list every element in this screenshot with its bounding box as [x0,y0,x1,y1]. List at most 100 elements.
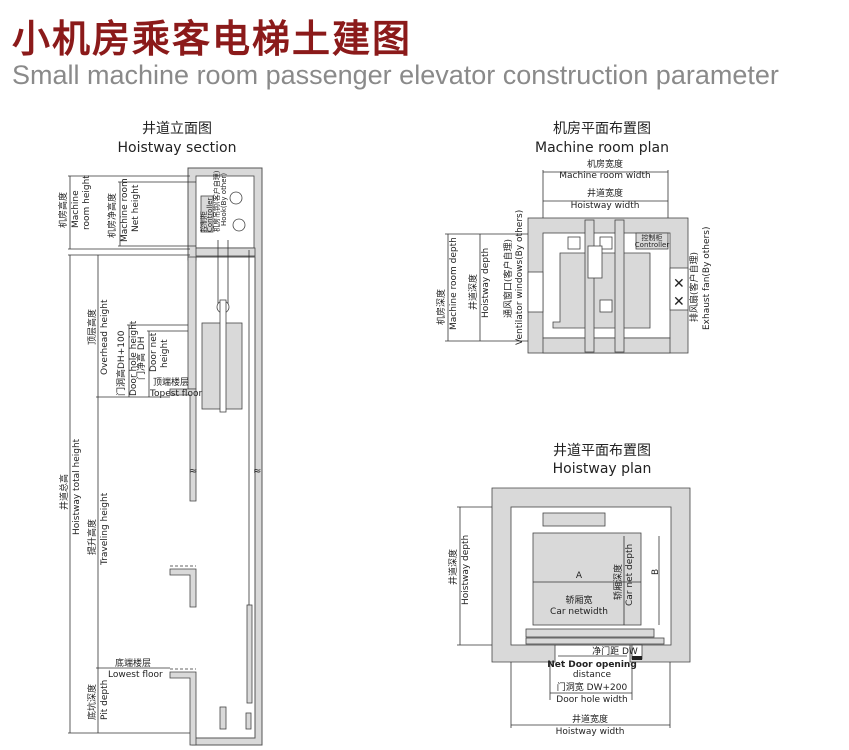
dw-en2: distance [573,670,612,680]
bottom-dimensions [510,662,671,728]
vent-cn: 通风窗口(客户自理) [502,239,514,318]
car-guide-rail [219,299,227,413]
hoistway-section: 井道立面图 Hoistway section ≈ ≈ 控制柜 Controlle… [57,121,263,746]
beam-right [614,219,625,353]
top-floor-slab [169,388,197,502]
mr-width-en: Machine room width [559,171,651,181]
controller-box [200,195,214,233]
net-height-en: Machine room [120,178,130,242]
hw-depth-en: Hoistway depth [461,535,471,605]
car-buffer [219,706,227,730]
section-heading-en: Hoistway section [118,140,237,156]
hw-plan-heading-en: Hoistway plan [553,461,652,477]
section-dimensions [68,175,196,734]
machine-room-interior [195,175,255,249]
machine-room-floor [195,247,256,257]
travel-height-en: Traveling height [100,492,110,566]
beam-left [584,219,595,353]
mr-plan-heading-en: Machine room plan [535,140,669,156]
rope-hole [599,299,613,313]
mr-left-dimensions [445,233,528,342]
controller-label-en: Controller [206,197,214,232]
landing-sill [525,637,665,645]
car-sill [525,628,655,638]
counterweight [246,604,253,704]
pit-depth-cn: 底坑深度 [86,684,98,720]
dim-a: A [576,571,583,581]
hw-depth-cn: 井道深度 [447,549,459,585]
lowest-floor-cn: 底端楼层 [115,657,151,669]
net-height-en2: Net height [131,184,141,232]
rope-hole [567,236,581,250]
travel-height-cn: 提升高度 [86,519,98,555]
mr-depth-cn: 机房深度 [435,289,447,325]
mr-controller-en: Controller [635,241,670,249]
total-height-cn: 井道总高 [58,474,70,510]
upper-wall [187,256,197,390]
traction-machine [552,252,651,329]
topest-floor-cn: 顶端楼层 [153,376,189,388]
door-net-en2: height [160,339,170,368]
mr-depth-en: Machine room depth [449,237,459,330]
hook-label-en: Hook(By other) [220,173,228,226]
door-net-en: Door net [149,332,159,372]
hw-width-cn: 井道宽度 [587,187,623,199]
fan-icon: ✕ [673,276,685,292]
vent-en: Ventilator windows(By others) [515,210,525,345]
total-height-en: Hoistway total height [72,438,82,535]
overhead-cn: 顶层高度 [86,309,98,345]
car-plan [532,532,642,626]
break-mark-icon: ≈ [253,466,261,477]
door-net-cn: 门净高 DH [135,336,147,380]
traction-motor-icon [232,218,246,232]
break-mark-icon: ≈ [189,466,197,477]
mr-plan-heading-cn: 机房平面布置图 [553,121,651,137]
hw-depth-dimension [457,506,492,646]
mr-height-en2: room height [82,175,92,230]
net-height-cn: 机房净高度 [106,193,118,238]
hw-width-en: Hoistway width [571,201,640,211]
dim-b: B [651,569,661,575]
fan-icon: ✕ [673,294,685,310]
hole-width-en: Door hole width [556,695,627,705]
hook-label-cn: 机房吊钩(客户自理) [212,170,221,232]
section-heading-cn: 井道立面图 [142,121,212,137]
car-dimensions [533,536,660,625]
mr-controller [635,232,669,250]
page-title: 小机房乘客电梯土建图 [12,16,413,61]
overhead-en: Overhead height [100,299,110,375]
exhaust-fan [669,267,689,311]
mr-top-dimensions [542,170,669,218]
topest-floor-en: Topest floor [149,389,202,399]
mr-height-cn: 机房高度 [57,192,69,228]
hw-width-cn: 井道宽度 [572,713,608,725]
traction-sheave-icon [229,191,243,205]
mr-height-en: Machine [71,190,81,228]
dw-cn: 净门距 DW [592,645,638,657]
motor-box [587,245,603,279]
fan-cn: 排风扇(客户自理) [688,252,700,322]
lowest-floor-en: Lowest floor [108,670,163,680]
rope-hole [599,236,613,250]
cw-buffer [245,712,252,730]
mr-hw-depth-en: Hoistway depth [481,248,491,318]
mid-floor-slab [169,568,197,608]
fan-en: Exhaust fan(By others) [702,227,712,330]
hole-width-cn: 门洞宽 DW+200 [557,681,628,693]
mr-bottom-slab [542,337,671,354]
dw-en: Net Door opening [547,660,637,670]
mr-controller-cn: 控制柜 [642,233,663,242]
machine-room-plan: 机房平面布置图 Machine room plan 机房宽度 Machine r… [435,121,712,354]
pit-depth-en: Pit depth [100,680,110,720]
car-depth-en: Car net depth [625,544,635,606]
counterweight-plan [542,512,606,527]
car-width-cn: 轿厢宽 [565,594,592,606]
door-hole-en: Door hole height [129,320,139,396]
hw-plan-heading-cn: 井道平面布置图 [553,443,651,459]
lowest-floor-slab [169,671,197,746]
call-box-base [632,656,642,660]
hw-width-en: Hoistway width [556,727,625,737]
mr-width-cn: 机房宽度 [587,158,623,170]
car-depth-cn: 轿厢深度 [612,564,624,600]
